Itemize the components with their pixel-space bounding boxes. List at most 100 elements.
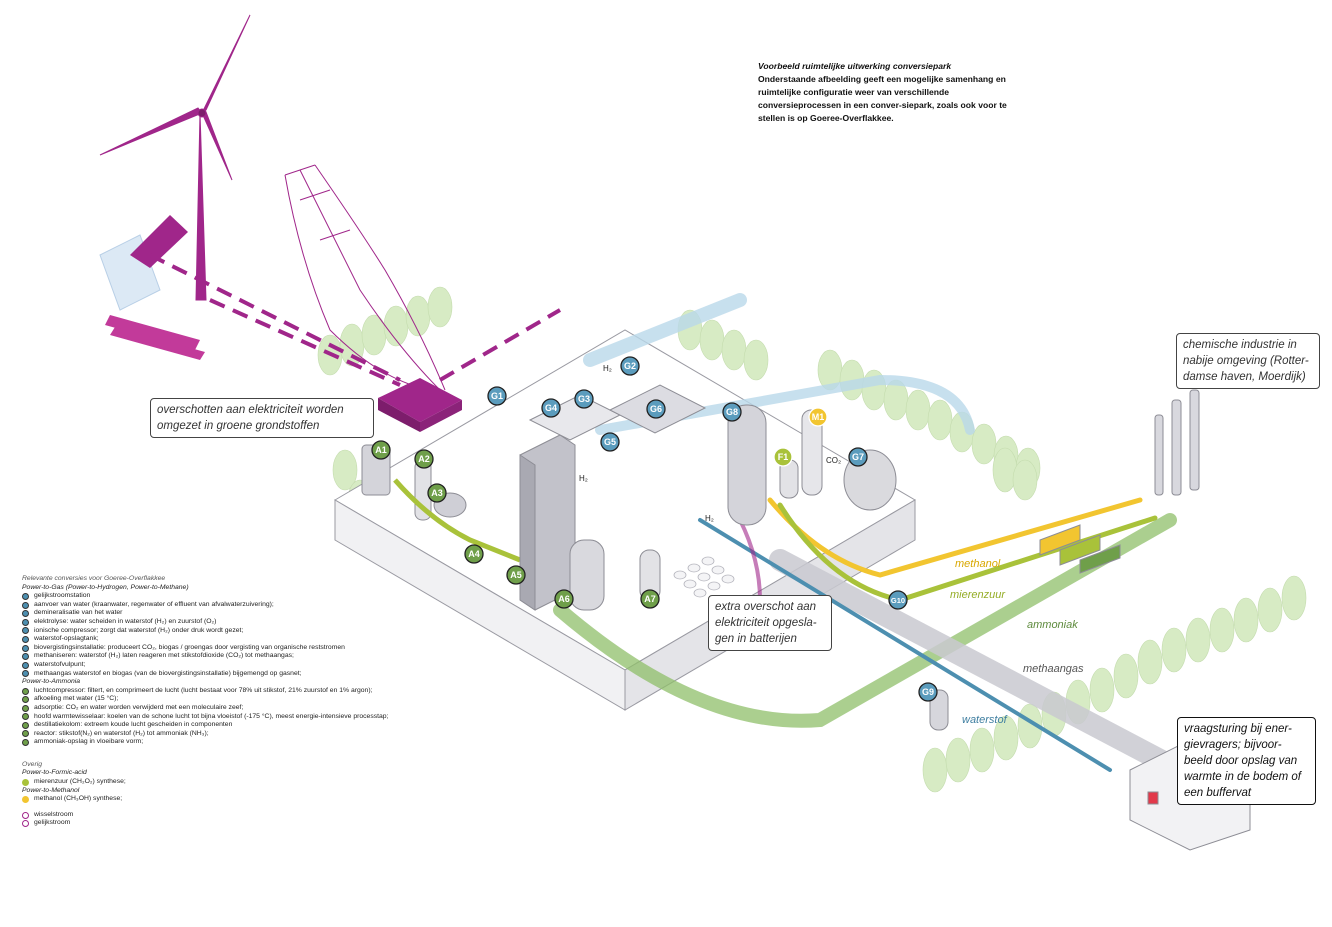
svg-text:A2: A2 xyxy=(418,454,430,464)
marker-A4: A4 xyxy=(464,544,484,564)
legend-item: ammoniak-opslag in vloeibare vorm; xyxy=(22,738,582,747)
marker-G9: G9 xyxy=(918,682,938,702)
svg-text:G10: G10 xyxy=(891,596,905,605)
intro-text: Voorbeeld ruimtelijke uitwerking convers… xyxy=(758,60,1008,125)
legend-section-title: Relevante conversies voor Goeree-Overfla… xyxy=(22,575,166,582)
svg-text:G5: G5 xyxy=(604,437,616,447)
marker-A1: A1 xyxy=(371,440,391,460)
svg-text:ammoniak: ammoniak xyxy=(1027,619,1078,631)
svg-text:G7: G7 xyxy=(852,452,864,462)
marker-G5: G5 xyxy=(600,432,620,452)
legend-gas-title: Power-to-Gas (Power-to-Hydrogen, Power-t… xyxy=(22,583,189,591)
ammonia-dot-icon xyxy=(22,739,29,747)
ammonia-dot-icon xyxy=(22,687,29,695)
rectifier-station xyxy=(378,378,462,432)
legend-item: adsorptie: CO₂ en water worden verwijder… xyxy=(22,704,582,713)
gas-dot-icon xyxy=(22,610,29,618)
svg-text:A7: A7 xyxy=(644,594,656,604)
legend-item: elektrolyse: water scheiden in waterstof… xyxy=(22,618,582,627)
ammonia-dot-icon xyxy=(22,721,29,729)
marker-G8: G8 xyxy=(722,402,742,422)
tree-rows xyxy=(317,286,1307,793)
svg-text:G1: G1 xyxy=(491,391,503,401)
svg-text:G2: G2 xyxy=(624,361,636,371)
marker-G6: G6 xyxy=(646,399,666,419)
legend-item: waterstofvulpunt; xyxy=(22,661,582,670)
battery-field xyxy=(673,556,735,598)
svg-text:CO₂: CO₂ xyxy=(826,456,841,465)
gas-dot-icon xyxy=(22,653,29,661)
marker-A3: A3 xyxy=(427,483,447,503)
callout-surplus: overschotten aan elektriciteit worden om… xyxy=(150,398,374,438)
svg-text:G3: G3 xyxy=(578,394,590,404)
marker-G4: G4 xyxy=(541,398,561,418)
svg-text:F1: F1 xyxy=(778,452,789,462)
svg-text:A3: A3 xyxy=(431,488,443,498)
marker-A5: A5 xyxy=(506,565,526,585)
svg-text:G6: G6 xyxy=(650,404,662,414)
gas-dot-icon xyxy=(22,670,29,678)
legend-item: afkoeling met water (15 °C); xyxy=(22,695,582,704)
gas-dot-icon xyxy=(22,635,29,643)
dc-ring-icon xyxy=(22,820,29,828)
gas-dot-icon xyxy=(22,627,29,635)
legend-item: luchtcompressor: filtert, en comprimeert… xyxy=(22,687,582,696)
gas-dot-icon xyxy=(22,618,29,626)
marker-A2: A2 xyxy=(414,449,434,469)
svg-text:G4: G4 xyxy=(545,403,557,413)
svg-text:waterstof: waterstof xyxy=(962,714,1008,726)
callout-demand: vraagsturing bij ener-gievragers; bijvoo… xyxy=(1177,717,1316,805)
power-cables xyxy=(149,253,562,387)
gas-dot-icon xyxy=(22,644,29,652)
legend-item: methaniseren: waterstof (H₂) laten reage… xyxy=(22,652,582,661)
marker-G2: G2 xyxy=(620,356,640,376)
svg-text:G9: G9 xyxy=(922,687,934,697)
marker-A7: A7 xyxy=(640,589,660,609)
svg-text:methanol: methanol xyxy=(955,558,1001,570)
intro-heading: Voorbeeld ruimtelijke uitwerking convers… xyxy=(758,61,952,71)
pipelines xyxy=(553,293,1177,772)
svg-text:H₂: H₂ xyxy=(579,474,588,483)
transmission-lines xyxy=(284,164,446,391)
svg-text:M1: M1 xyxy=(812,412,825,422)
legend-item: mierenzuur (CH₂O₂) synthese; xyxy=(22,778,582,787)
legend-formic-title: Power-to-Formic-acid xyxy=(22,769,87,777)
legend-item: destillatiekolom: extreem koude lucht ge… xyxy=(22,721,582,730)
svg-text:A4: A4 xyxy=(468,549,480,559)
svg-text:H₂: H₂ xyxy=(603,364,612,373)
svg-text:methaangas: methaangas xyxy=(1023,663,1084,675)
legend-item: reactor: stikstof(N₂) en waterstof (H₂) … xyxy=(22,730,582,739)
gas-dot-icon xyxy=(22,661,29,669)
chem-labels: H₂ H₂ H₂ CO₂ xyxy=(579,364,841,523)
svg-text:G8: G8 xyxy=(726,407,738,417)
svg-text:A5: A5 xyxy=(510,570,522,580)
callout-industry: chemische industrie in nabije omgeving (… xyxy=(1176,333,1320,389)
intro-body: Onderstaande afbeelding geeft een mogeli… xyxy=(758,74,1007,123)
legend-item: demineralisatie van het water xyxy=(22,609,582,618)
legend-methanol-title: Power-to-Methanol xyxy=(22,786,80,794)
legend-ammonia-title: Power-to-Ammonia xyxy=(22,678,81,686)
legend-item: gelijkstroom xyxy=(22,819,582,828)
legend-item: methanol (CH₃OH) synthese; xyxy=(22,795,582,804)
gas-dot-icon xyxy=(22,601,29,609)
ammonia-dot-icon xyxy=(22,713,29,721)
ac-ring-icon xyxy=(22,811,29,819)
legend-item: aanvoer van water (kraanwater, regenwate… xyxy=(22,601,582,610)
svg-text:H₂: H₂ xyxy=(705,514,714,523)
svg-text:A1: A1 xyxy=(375,445,387,455)
ammonia-dot-icon xyxy=(22,730,29,738)
process-markers: G1 G2 G3 G4 G5 G6 G7 G8 G9 G10 A1 A2 A3 … xyxy=(371,356,938,702)
marker-G1: G1 xyxy=(487,386,507,406)
legend-item: gelijkstroomstation xyxy=(22,592,582,601)
marker-M1: M1 xyxy=(808,407,828,427)
svg-text:A6: A6 xyxy=(558,594,570,604)
legend-item: ionische compressor; zorgt dat waterstof… xyxy=(22,627,582,636)
solar-panels xyxy=(99,215,205,360)
marker-A6: A6 xyxy=(554,589,574,609)
flow-labels: methanol mierenzuur ammoniak methaangas … xyxy=(950,558,1084,726)
legend-item: hoofd warmtewisselaar: koelen van de sch… xyxy=(22,713,582,722)
legend-item: wisselstroom xyxy=(22,811,582,820)
ammonia-dot-icon xyxy=(22,704,29,712)
legend: Relevante conversies voor Goeree-Overfla… xyxy=(22,575,582,828)
